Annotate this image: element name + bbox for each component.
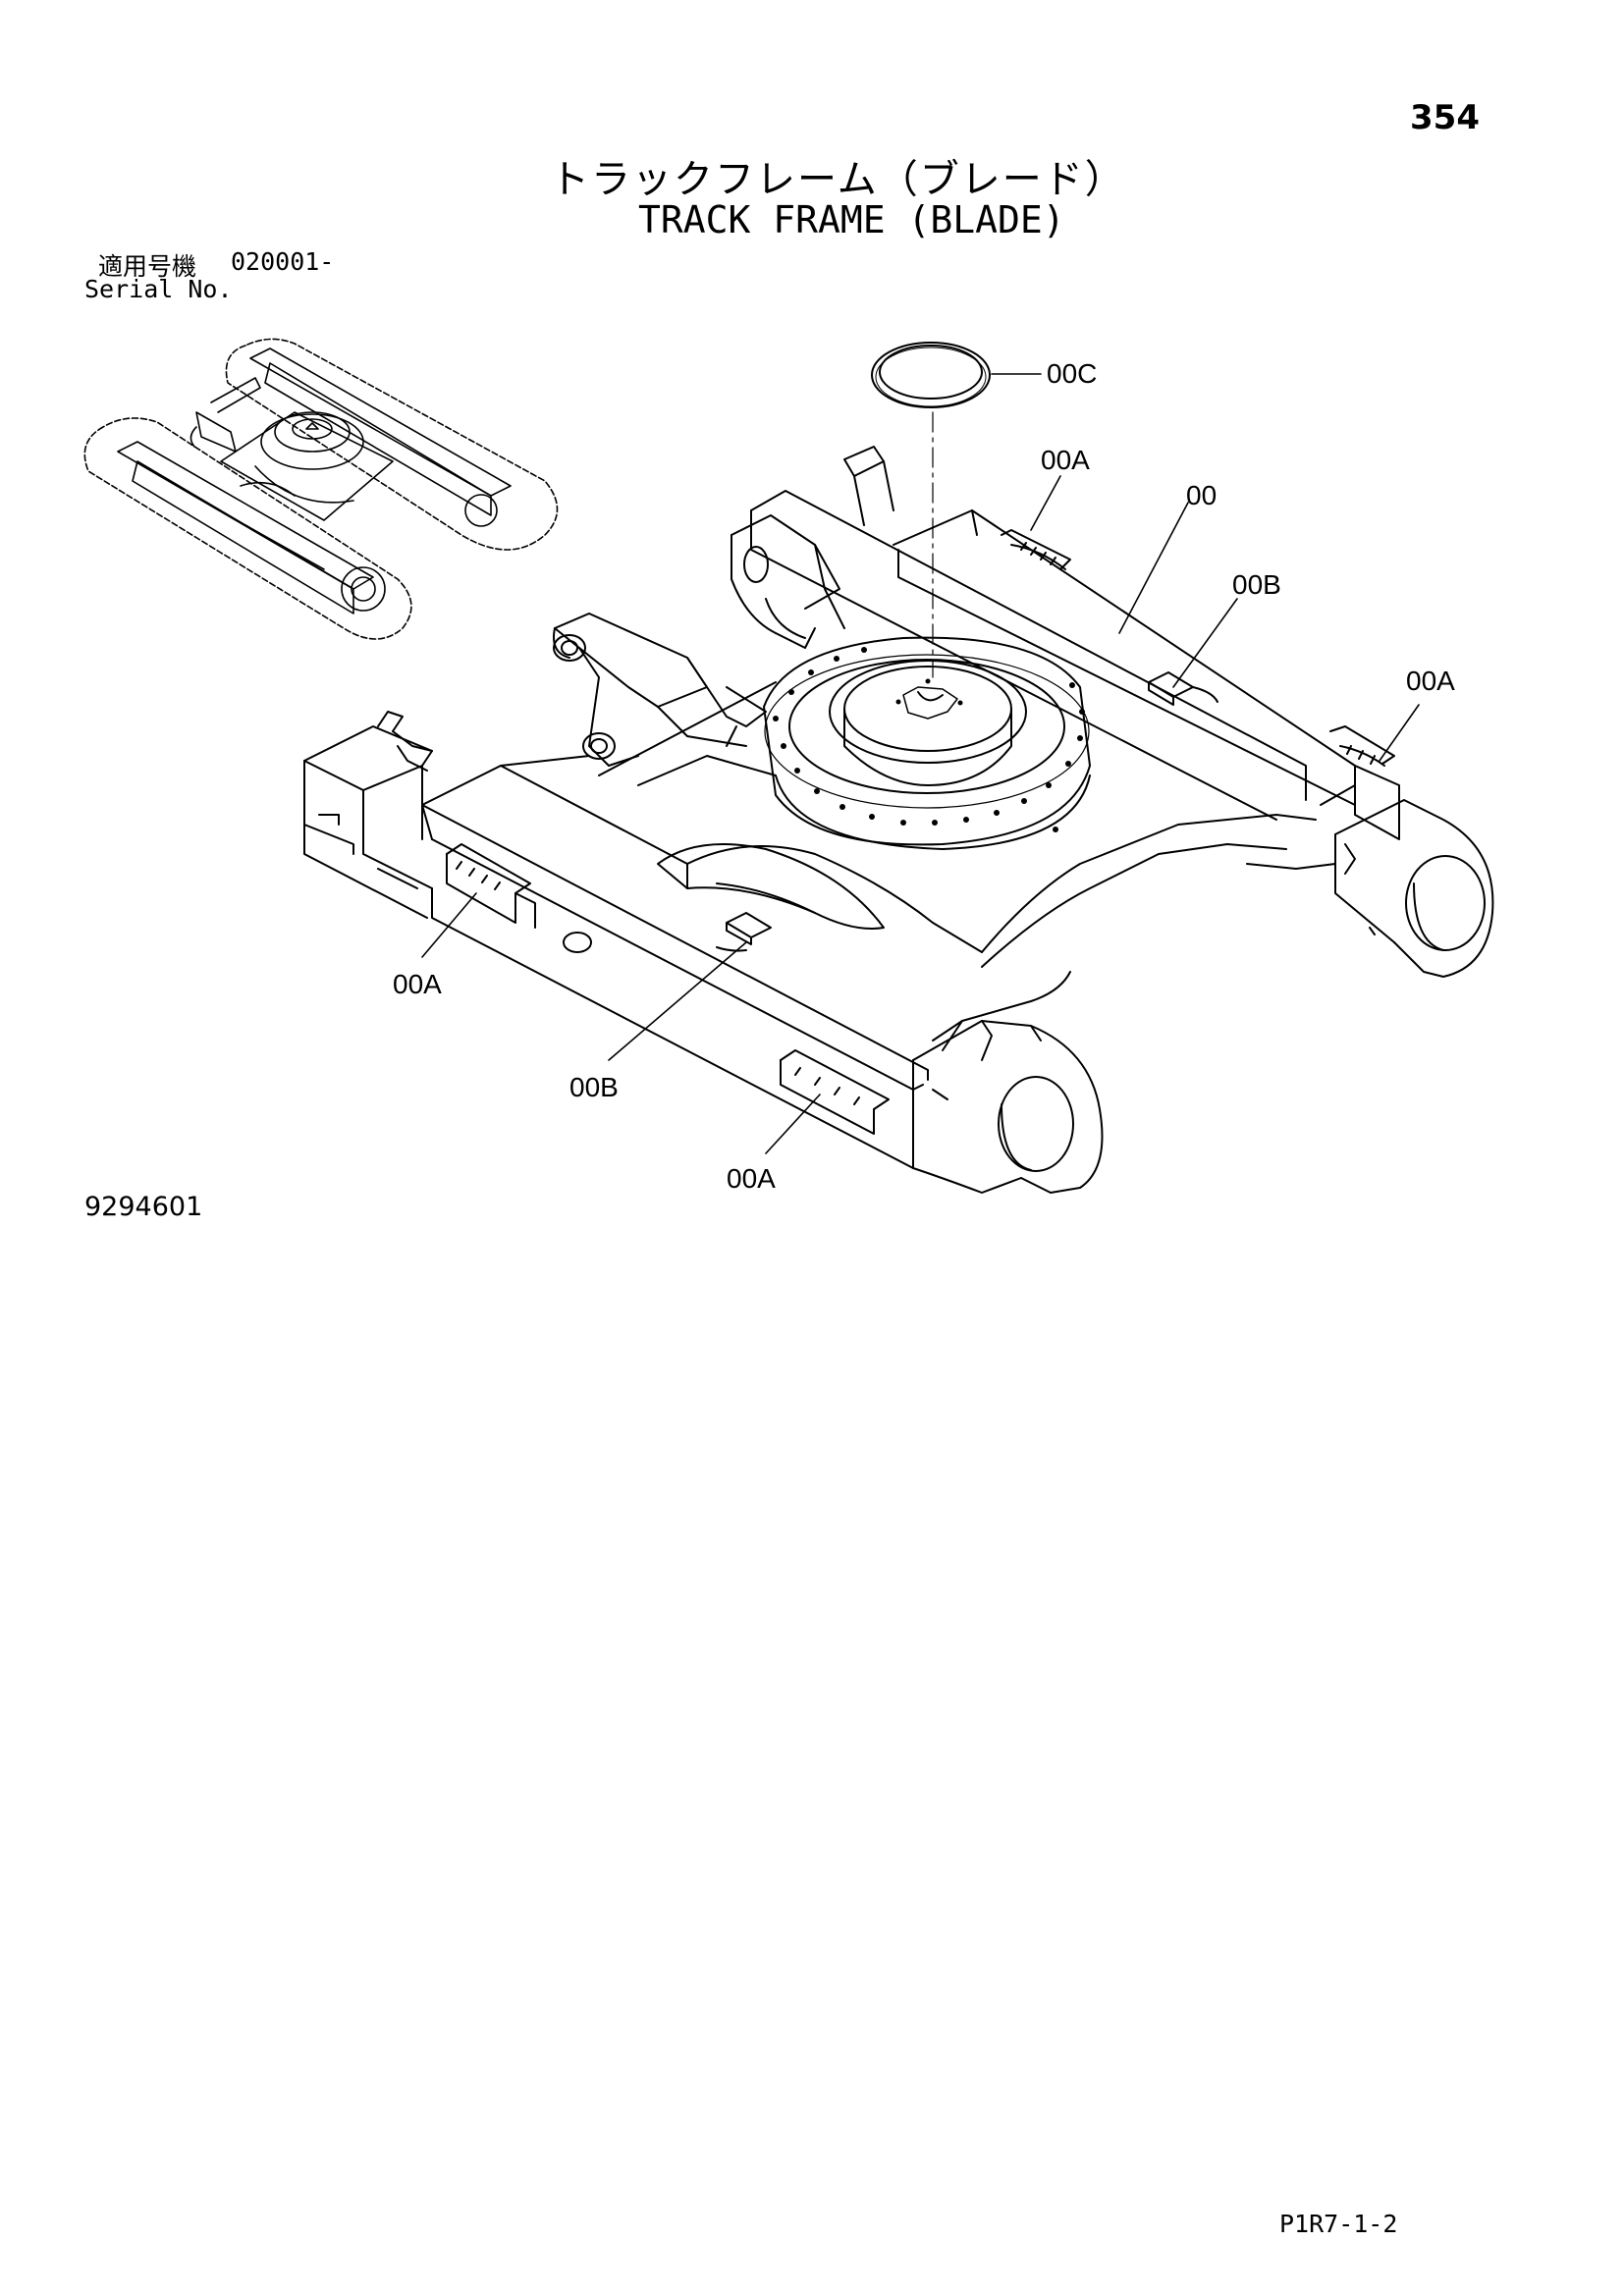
serial-label-japanese: 適用号機	[98, 252, 197, 281]
page-title-japanese: トラックフレーム（ブレード）	[550, 157, 1126, 202]
page-number: 354	[1410, 98, 1480, 137]
page-title-english: TRACK FRAME (BLADE)	[638, 198, 1065, 241]
track-frame-exploded-drawing: 00C 00A 00 00B 00A 00A 00B 00A	[303, 342, 1494, 1194]
callout-00a-top: 00A	[1041, 445, 1090, 475]
seal-ring-drawing	[871, 342, 991, 408]
callout-00: 00	[1186, 480, 1217, 510]
serial-label-english: Serial No.	[84, 275, 233, 303]
track-frame-overview-thumbnail	[83, 338, 559, 640]
callout-00a-right: 00A	[1406, 666, 1455, 696]
serial-number-value: 020001-	[231, 247, 335, 276]
callout-00b-right: 00B	[1232, 569, 1281, 600]
swing-bearing	[763, 636, 1091, 850]
callout-00a-left: 00A	[393, 969, 442, 999]
callout-00a-bottom: 00A	[727, 1163, 776, 1194]
callout-00b-bottom: 00B	[569, 1072, 619, 1102]
callout-00c: 00C	[1047, 358, 1097, 389]
drawing-number: 9294601	[84, 1192, 203, 1222]
page-code: P1R7-1-2	[1279, 2210, 1398, 2238]
